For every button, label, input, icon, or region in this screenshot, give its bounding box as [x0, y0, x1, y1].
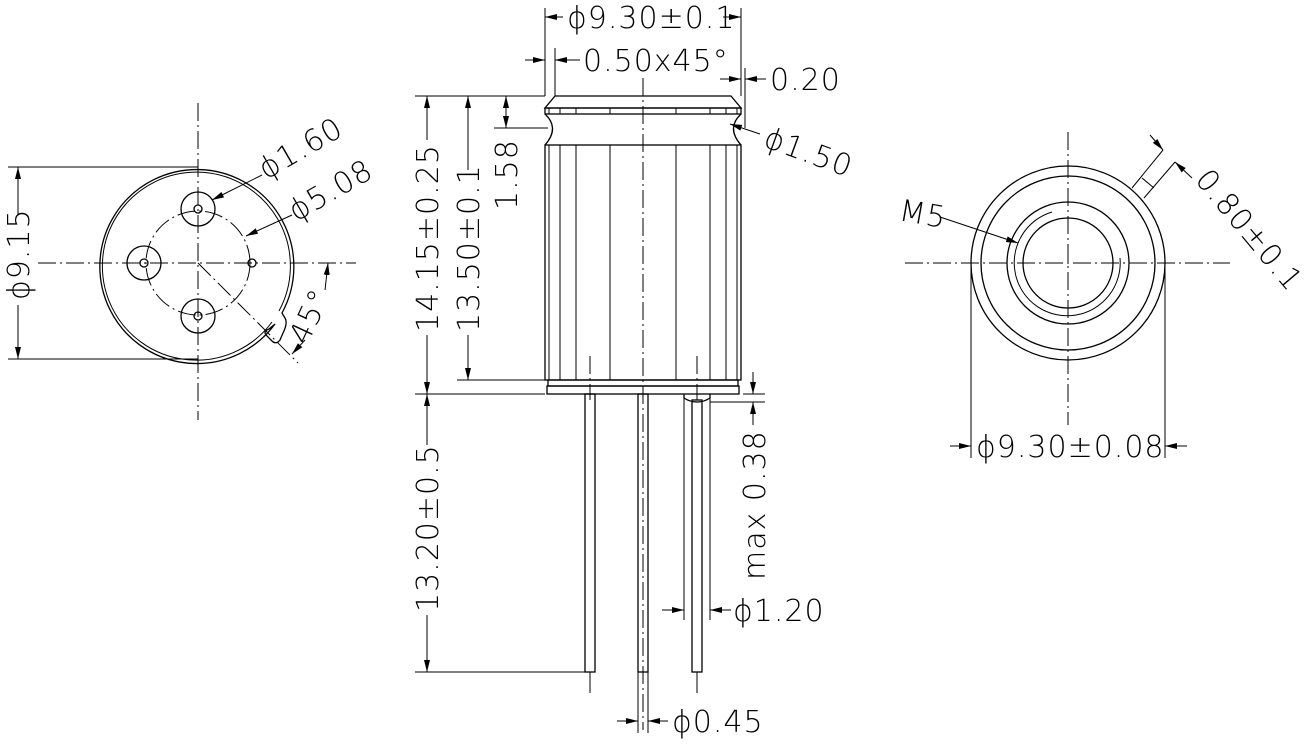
dim-standoff-diameter: ϕ1.20 — [733, 594, 825, 629]
angle-line-45 — [197, 262, 299, 364]
dim-cap-diameter: ϕ9.30±0.1 — [567, 1, 735, 36]
dim-outer-diameter: ϕ9.30±0.08 — [976, 430, 1165, 465]
dim-groove-radius: ϕ1.50 — [759, 121, 857, 185]
pin-hole-left — [139, 258, 149, 268]
bore — [1022, 217, 1114, 309]
dim-body-diameter: ϕ9.15 — [2, 208, 37, 300]
standoff — [683, 394, 711, 403]
pin-hole-right — [247, 258, 257, 268]
body-outline — [99, 168, 295, 365]
groove-right — [732, 113, 742, 146]
outer-ring-inner — [980, 175, 1156, 351]
body-flutes — [548, 145, 738, 380]
dim-lead-length: 13.20±0.5 — [411, 444, 446, 612]
cap-rim — [544, 107, 742, 115]
thread-arc — [1013, 211, 1121, 317]
pitch-circle — [145, 210, 251, 316]
pin-boss-left — [126, 245, 162, 281]
thread-outer — [1006, 201, 1130, 325]
lead-right — [691, 399, 703, 673]
pin-hole-top — [193, 204, 203, 214]
lead-left — [584, 393, 596, 673]
dim-chamfer: 0.50x45° — [583, 44, 729, 79]
pin-boss-top — [180, 191, 216, 227]
groove-left — [544, 113, 554, 146]
dim-body-height: 13.50±0.1 — [452, 164, 487, 332]
bottom-view: ϕ9.15 ϕ1.60 ϕ5.08 45° — [2, 103, 379, 420]
dim-lead-diameter: ϕ0.45 — [672, 705, 764, 740]
dim-rim-width: 0.80±0.1 — [1188, 163, 1310, 299]
dim-lip-offset: 0.20 — [770, 63, 841, 98]
dim-thread: M5 — [897, 193, 949, 236]
body-inner-edge — [101, 171, 291, 361]
lead-center — [637, 393, 649, 673]
pin-boss-bottom — [180, 298, 216, 334]
dim-tab-angle: 45° — [283, 284, 338, 350]
top-view: 0.80±0.1 M5 ϕ9.30±0.08 — [897, 132, 1310, 465]
pin-hole-bottom — [193, 311, 203, 321]
dim-standoff: max 0.38 — [738, 430, 773, 580]
dim-groove-height: 1.58 — [490, 139, 525, 210]
side-view: ϕ9.30±0.1 0.50x45° 0.20 ϕ1.50 14.15±0.25… — [411, 1, 857, 740]
dim-total-height: 14.15±0.25 — [411, 144, 446, 332]
